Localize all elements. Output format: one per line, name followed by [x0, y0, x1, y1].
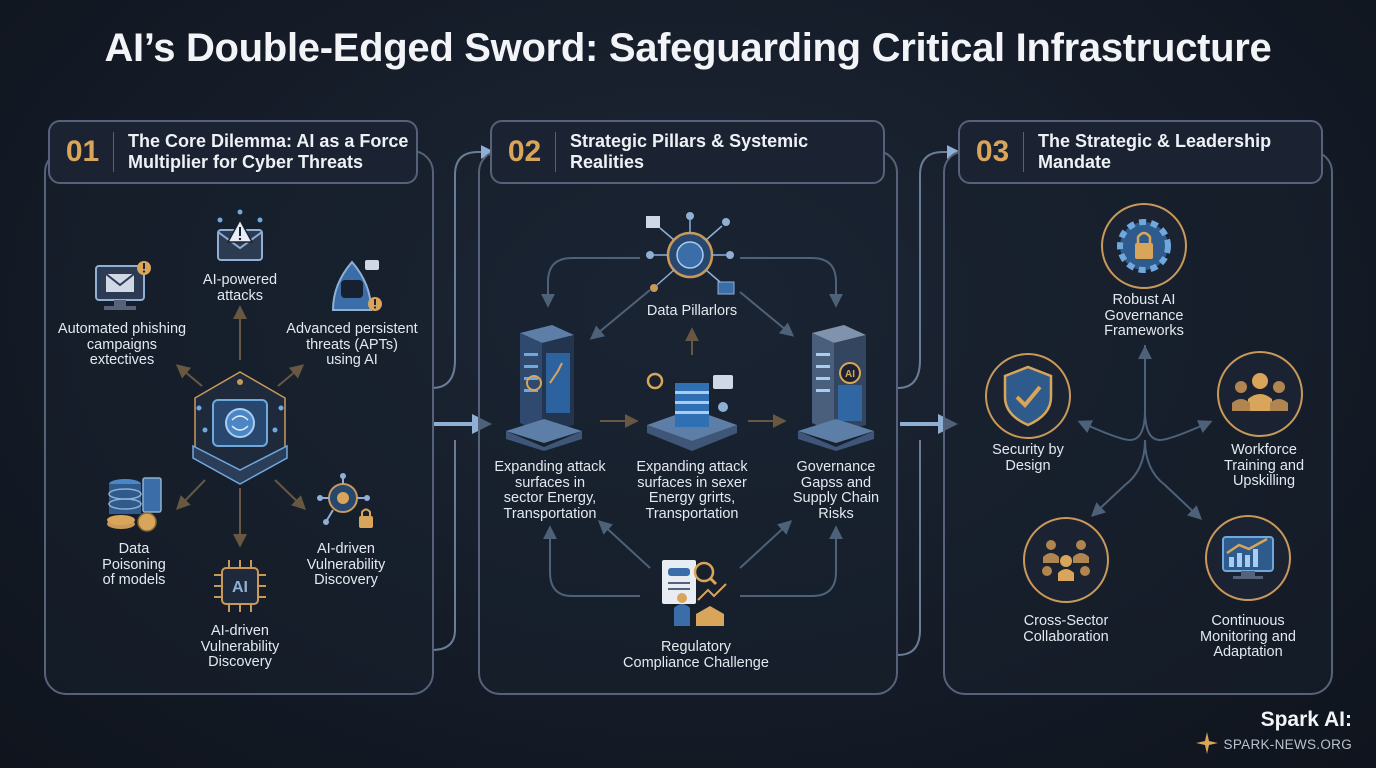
- node-cross-sector-collaboration: Cross-Sector Collaboration: [1023, 613, 1109, 645]
- panel-2-header: 02 Strategic Pillars & Systemic Realitie…: [490, 120, 885, 184]
- ai-server-icon: AI: [798, 325, 874, 451]
- node-regulatory-compliance: Regulatory Compliance Challenge: [623, 639, 769, 671]
- node-data-pillars: Data Pillarlors: [646, 303, 738, 319]
- node-ai-driven-vulnerability-2: AI-driven Vulnerability Discovery: [306, 541, 386, 588]
- node-expanding-attack-surfaces-2: Expanding attack surfaces in sexer Energ…: [636, 459, 748, 522]
- node-governance-gaps: Governance Gapss and Supply Chain Risks: [792, 459, 880, 522]
- node-advanced-persistent-threats: Advanced persistent threats (APTs) using…: [286, 321, 418, 368]
- node-robust-ai-governance: Robust AI Governance Frameworks: [1104, 292, 1184, 339]
- svg-text:AI: AI: [845, 369, 855, 380]
- page-title: AI’s Double-Edged Sword: Safeguarding Cr…: [104, 26, 1272, 70]
- server-tower-icon: [506, 325, 582, 451]
- team-icon: [1217, 351, 1303, 437]
- node-data-poisoning: Data Poisoning of models: [102, 541, 166, 588]
- data-hub-icon: [646, 212, 735, 295]
- panel-1-title: The Core Dilemma: AI as a Force Multipli…: [128, 131, 409, 172]
- panel-3-number: 03: [962, 132, 1024, 172]
- footer-site-link[interactable]: SPARK-NEWS.ORG: [1223, 737, 1352, 752]
- compliance-document-icon: [662, 560, 727, 626]
- panel-2-title: Strategic Pillars & Systemic Realities: [570, 131, 809, 172]
- ai-brain-chip-icon: [192, 371, 288, 485]
- monitor-chart-icon: [1205, 515, 1291, 601]
- panel-3-header: 03 The Strategic & Leadership Mandate: [958, 120, 1323, 184]
- footer-brand: Spark AI:: [1260, 708, 1352, 731]
- database-coins-icon: [107, 477, 162, 532]
- node-ai-driven-vulnerability-1: AI-driven Vulnerability Discovery: [200, 623, 280, 670]
- network-lock-icon: [317, 473, 373, 528]
- panel-1-header: 01 The Core Dilemma: AI as a Force Multi…: [48, 120, 418, 184]
- shield-check-icon: [985, 353, 1071, 439]
- monitor-email-icon: [95, 261, 151, 310]
- envelope-warning-icon: [217, 209, 263, 261]
- collaboration-icon: [1023, 517, 1109, 603]
- spark-icon: [1196, 732, 1218, 754]
- node-security-by-design: Security by Design: [992, 442, 1064, 474]
- gear-lock-icon: [1101, 203, 1187, 289]
- panel-2-number: 02: [494, 132, 556, 172]
- node-automated-phishing: Automated phishing campaigns extectives: [57, 321, 187, 368]
- node-workforce-training: Workforce Training and Upskilling: [1223, 442, 1305, 489]
- server-stack-icon: [646, 372, 737, 451]
- svg-text:AI: AI: [232, 579, 248, 596]
- node-continuous-monitoring: Continuous Monitoring and Adaptation: [1200, 613, 1296, 660]
- ai-chip-icon: AI: [214, 560, 266, 612]
- node-ai-powered-attacks: AI-powered attacks: [202, 272, 278, 304]
- panel-1-number: 01: [52, 132, 114, 172]
- panel-3-title: The Strategic & Leadership Mandate: [1038, 131, 1272, 172]
- node-expanding-attack-surfaces-1: Expanding attack surfaces in sector Ener…: [494, 459, 606, 522]
- hooded-hacker-icon: [331, 260, 382, 311]
